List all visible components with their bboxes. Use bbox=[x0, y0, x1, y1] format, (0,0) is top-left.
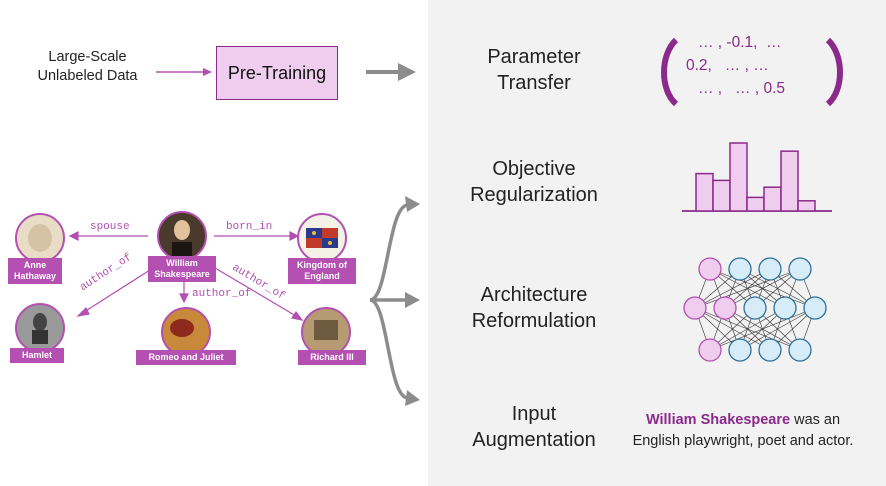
nn-node-pink bbox=[713, 296, 737, 320]
histogram-bar bbox=[729, 142, 748, 212]
histogram-bar bbox=[780, 150, 799, 212]
kg-node-shakespeare: William Shakespeare bbox=[148, 256, 216, 282]
nn-edge bbox=[724, 268, 801, 309]
nn-node-blue bbox=[788, 338, 812, 362]
nn-edge bbox=[709, 307, 786, 351]
branch-arrow-objective bbox=[369, 203, 409, 302]
hamlet-figure bbox=[33, 313, 47, 331]
method-line2: Regularization bbox=[470, 184, 598, 206]
edge-author-richard-head bbox=[291, 310, 304, 321]
input-rest: was an bbox=[790, 412, 841, 428]
kg-node-hamlet: Hamlet bbox=[10, 348, 64, 363]
nn-node-blue bbox=[758, 257, 782, 281]
source-label-line2: Unlabeled Data bbox=[37, 68, 138, 84]
nn-node-pink bbox=[683, 296, 707, 320]
method-line1: Input bbox=[511, 403, 557, 425]
romeo-figure bbox=[170, 319, 194, 337]
nn-node-blue bbox=[773, 296, 797, 320]
branch-arrowhead-objective bbox=[405, 196, 420, 212]
method-line2: Transfer bbox=[497, 72, 571, 94]
source-arrowhead bbox=[203, 68, 212, 76]
nn-node-blue bbox=[758, 338, 782, 362]
parameter-matrix: … , -0.1, … 0.2, … , … … , … , 0.5 bbox=[682, 32, 826, 104]
anne-sketch bbox=[28, 224, 52, 252]
branch-arrows bbox=[369, 203, 409, 400]
methods-panel bbox=[428, 0, 886, 486]
source-label-line1: Large-Scale bbox=[48, 49, 127, 65]
relation-born-in: born_in bbox=[226, 221, 273, 233]
histogram-bar bbox=[746, 196, 765, 212]
input-example-line1: William Shakespeare was an bbox=[600, 410, 886, 431]
histogram-bar bbox=[797, 200, 816, 212]
transfer-arrowhead bbox=[398, 63, 416, 81]
histogram-bars bbox=[695, 142, 816, 212]
shakespeare-face bbox=[174, 220, 190, 240]
kg-node-richard: Richard III bbox=[298, 350, 366, 365]
kg-node-romeo: Romeo and Juliet bbox=[136, 350, 236, 365]
method-line1: Objective bbox=[492, 158, 576, 180]
nn-edge bbox=[694, 268, 801, 309]
branch-arrowhead-input bbox=[405, 390, 420, 406]
nn-node-blue bbox=[743, 296, 767, 320]
nn-node-blue bbox=[803, 296, 827, 320]
histogram-bar bbox=[763, 186, 782, 212]
method-line1: Architecture bbox=[480, 284, 588, 306]
edge-author-hamlet bbox=[83, 269, 151, 313]
shakespeare-collar bbox=[172, 242, 192, 256]
method-objective-regularization: Objective Regularization bbox=[432, 156, 636, 208]
portrait-details bbox=[28, 220, 338, 344]
pretraining-box: Pre-Training bbox=[216, 46, 338, 100]
richard-page bbox=[314, 320, 338, 340]
nn-node-pink bbox=[698, 338, 722, 362]
nn-node-pink bbox=[698, 257, 722, 281]
nn-edge bbox=[694, 268, 771, 309]
branch-arrowhead-architecture bbox=[405, 292, 420, 308]
kg-node-anne: Anne Hathaway bbox=[8, 258, 62, 284]
pretraining-label: Pre-Training bbox=[227, 62, 327, 83]
nn-node-blue bbox=[788, 257, 812, 281]
nn-edge bbox=[709, 307, 816, 351]
nn-edge bbox=[739, 307, 816, 351]
matrix-left-paren bbox=[661, 37, 679, 107]
nn-node-blue bbox=[728, 338, 752, 362]
edge-author-romeo-head bbox=[179, 293, 189, 304]
branch-arrow-input bbox=[369, 298, 409, 400]
kg-edges bbox=[68, 231, 304, 321]
input-entity: William Shakespeare bbox=[645, 412, 791, 428]
nn-node-blue bbox=[728, 257, 752, 281]
method-line1: Parameter bbox=[487, 46, 581, 68]
matrix-row-1: … , -0.1, … bbox=[698, 34, 782, 51]
matrix-row-2: 0.2, … , … bbox=[686, 57, 769, 74]
method-input-augmentation: Input Augmentation bbox=[432, 401, 636, 453]
input-example-line2: English playwright, poet and actor. bbox=[632, 433, 854, 449]
source-label: Large-Scale Unlabeled Data bbox=[20, 48, 155, 86]
edge-author-richard bbox=[214, 267, 297, 317]
kg-node-england: Kingdom of England bbox=[288, 258, 356, 284]
relation-author-of-romeo: author_of bbox=[192, 288, 252, 300]
matrix-row-3: … , … , 0.5 bbox=[698, 80, 785, 97]
nn-nodes bbox=[683, 257, 827, 362]
input-example: William Shakespeare was an English playw… bbox=[600, 410, 886, 452]
relation-spouse: spouse bbox=[90, 221, 130, 233]
edge-born-in-head bbox=[289, 231, 300, 241]
histogram-bar bbox=[695, 172, 714, 212]
method-line2: Reformulation bbox=[471, 310, 597, 332]
method-parameter-transfer: Parameter Transfer bbox=[432, 44, 636, 96]
method-line2: Augmentation bbox=[472, 429, 596, 451]
edge-spouse-head bbox=[68, 231, 79, 241]
histogram-bar bbox=[712, 179, 731, 212]
method-architecture-reformulation: Architecture Reformulation bbox=[432, 282, 636, 334]
edge-author-hamlet-head bbox=[76, 306, 90, 317]
matrix-right-paren bbox=[825, 37, 843, 107]
